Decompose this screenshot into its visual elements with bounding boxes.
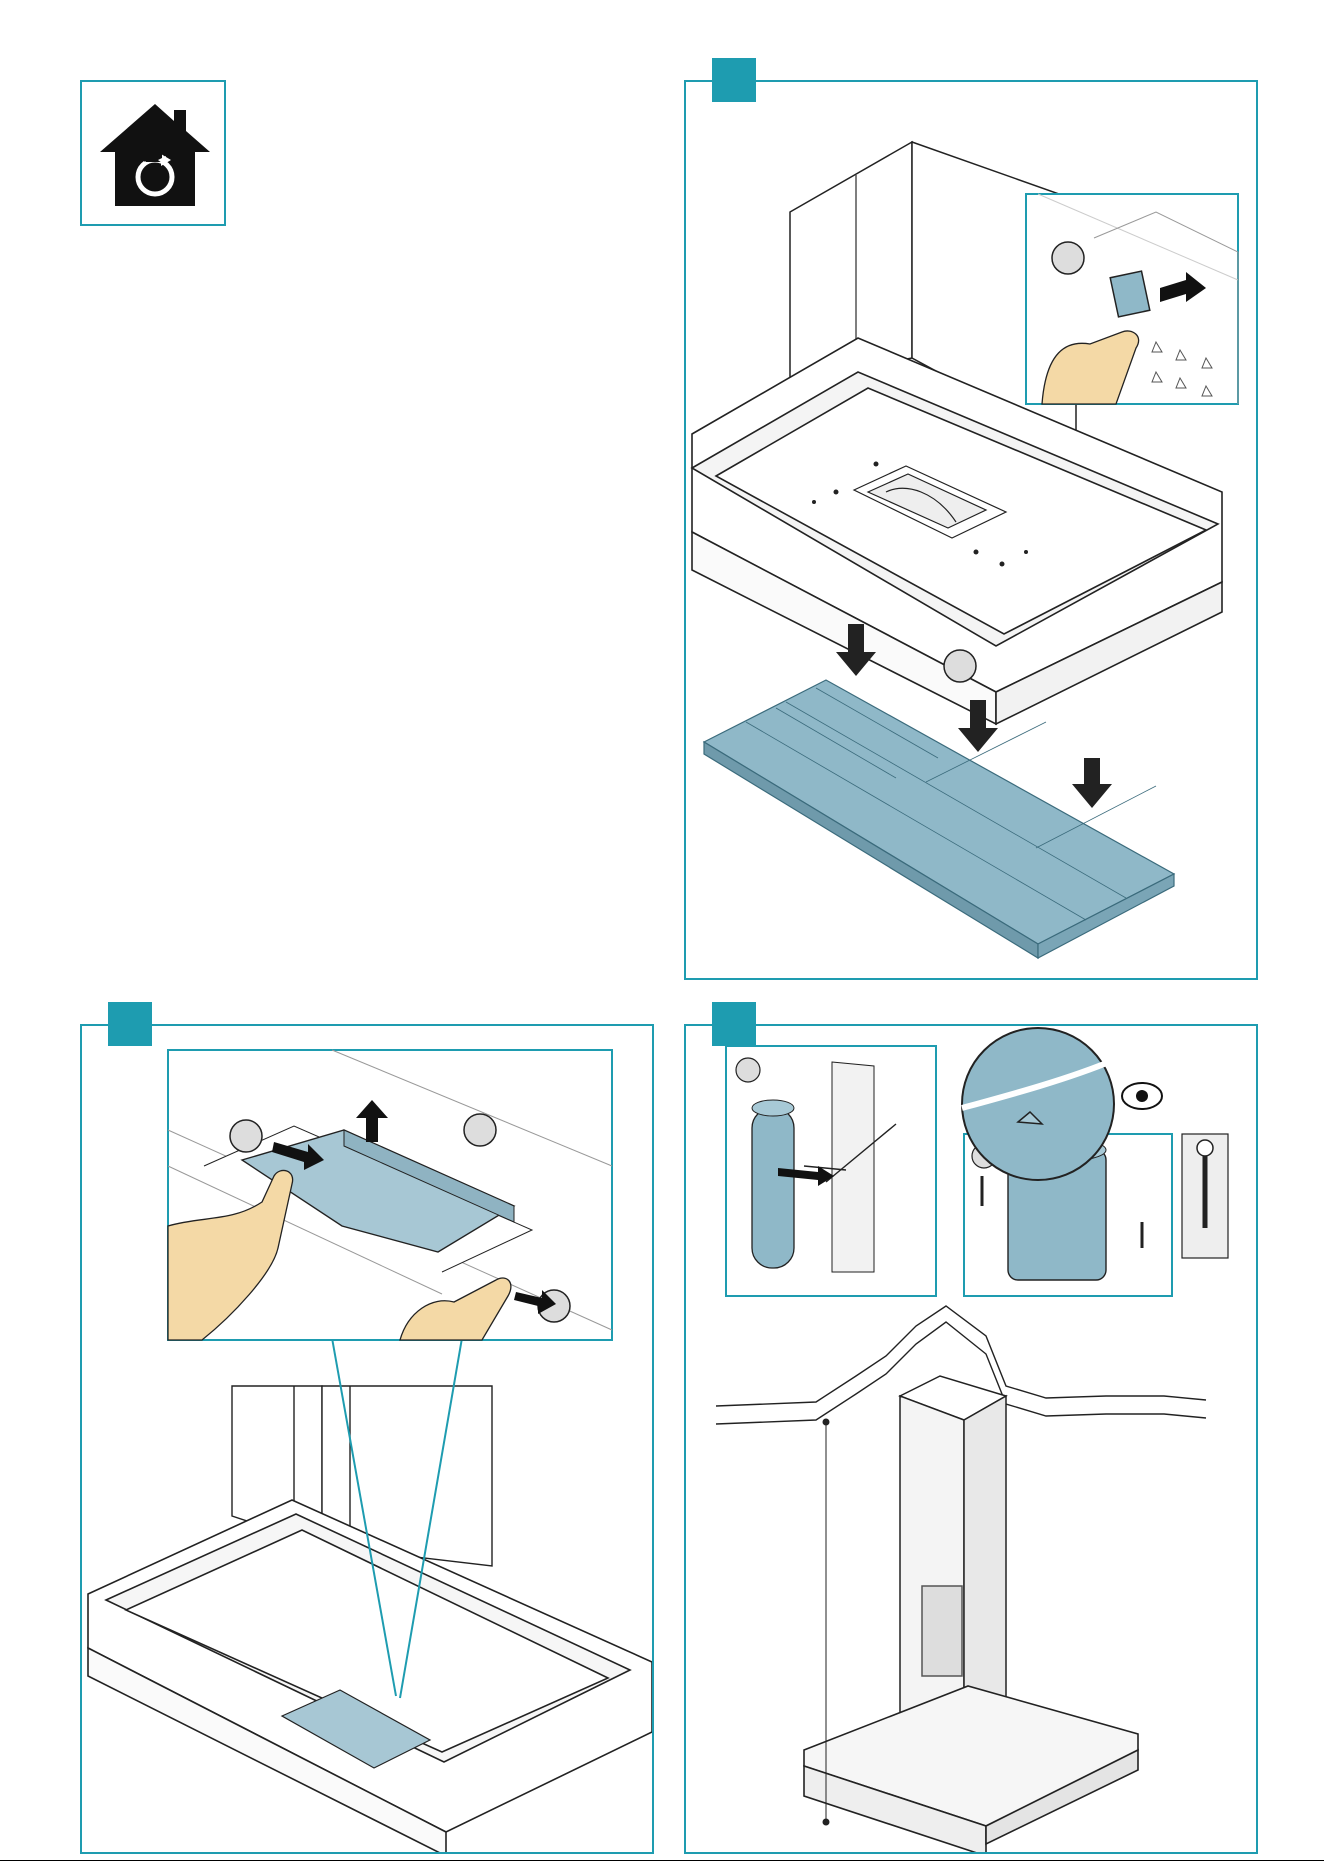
inset-duct-detail — [726, 1046, 936, 1296]
step-2-illustration — [82, 1026, 654, 1854]
panel-step-3 — [684, 1024, 1258, 1854]
step-3-illustration — [686, 1026, 1258, 1854]
step-1-illustration — [686, 82, 1258, 980]
grease-filters — [704, 680, 1174, 958]
panel-step-2 — [80, 1024, 654, 1854]
hood-base-3 — [804, 1686, 1138, 1854]
step-2-marker — [108, 1002, 152, 1046]
callout-circle-2 — [944, 650, 976, 682]
inset-tray-release — [168, 1050, 612, 1340]
inset-button-detail — [1026, 194, 1238, 404]
recirculation-mode-badge — [80, 80, 226, 226]
panel-step-1 — [684, 80, 1258, 980]
footer-rule — [0, 1860, 1324, 1861]
house-recirculation-icon — [82, 82, 228, 228]
page-footer — [0, 1856, 1324, 1872]
step-3-marker — [712, 1002, 756, 1046]
step-1-marker — [712, 58, 756, 102]
